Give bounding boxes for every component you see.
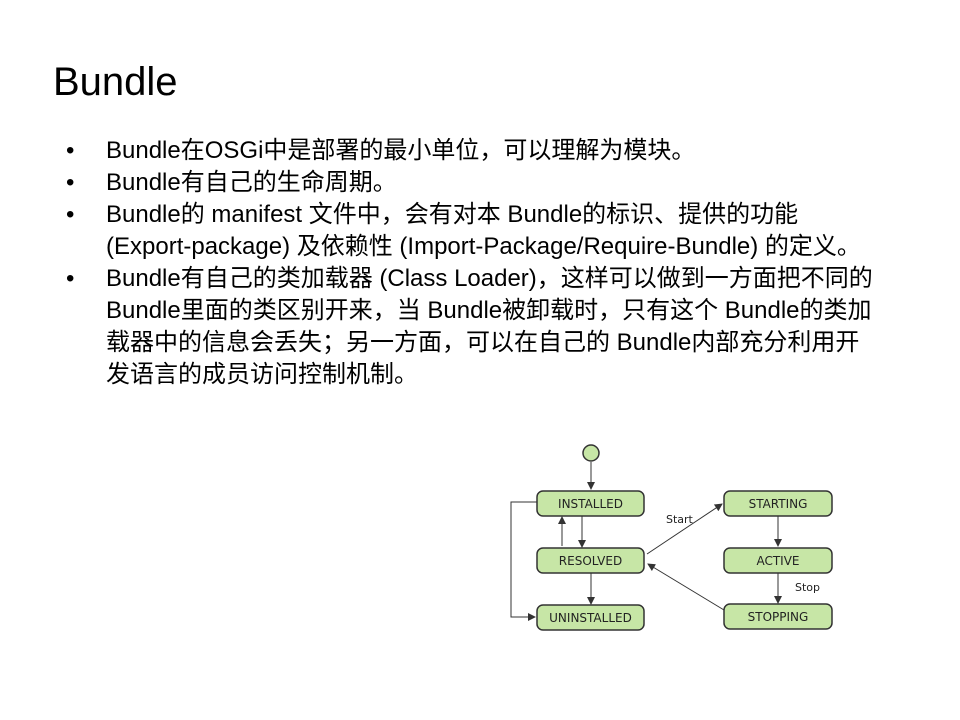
edge-label-stop: Stop: [795, 581, 820, 594]
edge-resolved-starting: [646, 503, 723, 555]
initial-state-node: [582, 444, 600, 462]
state-installed: INSTALLED: [536, 490, 645, 517]
bullet-dot: •: [66, 137, 75, 164]
slide-title: Bundle: [53, 60, 178, 104]
bullet-text: Bundle在OSGi中是部署的最小单位，可以理解为模块。: [106, 137, 696, 164]
state-resolved: RESOLVED: [536, 547, 645, 574]
state-starting: STARTING: [723, 490, 833, 517]
edge-installed-uninstalled: [510, 501, 537, 621]
edge-stopping-resolved: [647, 563, 725, 611]
bullet-item: • Bundle有自己的生命周期。: [66, 167, 876, 199]
state-active: ACTIVE: [723, 547, 833, 574]
bullet-item: • Bundle在OSGi中是部署的最小单位，可以理解为模块。: [66, 135, 876, 167]
bullet-text: Bundle的 manifest 文件中，会有对本 Bundle的标识、提供的功…: [106, 201, 861, 260]
bullet-item: • Bundle的 manifest 文件中，会有对本 Bundle的标识、提供…: [66, 199, 876, 263]
state-active-label: ACTIVE: [756, 554, 799, 568]
bullet-list: • Bundle在OSGi中是部署的最小单位，可以理解为模块。 • Bundle…: [66, 135, 876, 391]
bundle-lifecycle-diagram: Start Stop INSTALLED RESOLVED UNINSTALLE…: [510, 444, 833, 631]
state-stopping-label: STOPPING: [748, 610, 809, 624]
state-uninstalled: UNINSTALLED: [536, 604, 645, 631]
state-installed-label: INSTALLED: [558, 497, 623, 511]
state-resolved-label: RESOLVED: [559, 554, 622, 568]
bullet-dot: •: [66, 169, 75, 196]
edge-label-start: Start: [666, 513, 694, 526]
bullet-dot: •: [66, 201, 75, 228]
bullet-text: Bundle有自己的生命周期。: [106, 169, 397, 196]
bullet-dot: •: [66, 265, 75, 292]
bullet-text: Bundle有自己的类加载器 (Class Loader)，这样可以做到一方面把…: [106, 265, 873, 388]
state-uninstalled-label: UNINSTALLED: [549, 611, 632, 625]
state-starting-label: STARTING: [749, 497, 808, 511]
state-stopping: STOPPING: [723, 603, 833, 630]
bullet-item: • Bundle有自己的类加载器 (Class Loader)，这样可以做到一方…: [66, 263, 876, 391]
